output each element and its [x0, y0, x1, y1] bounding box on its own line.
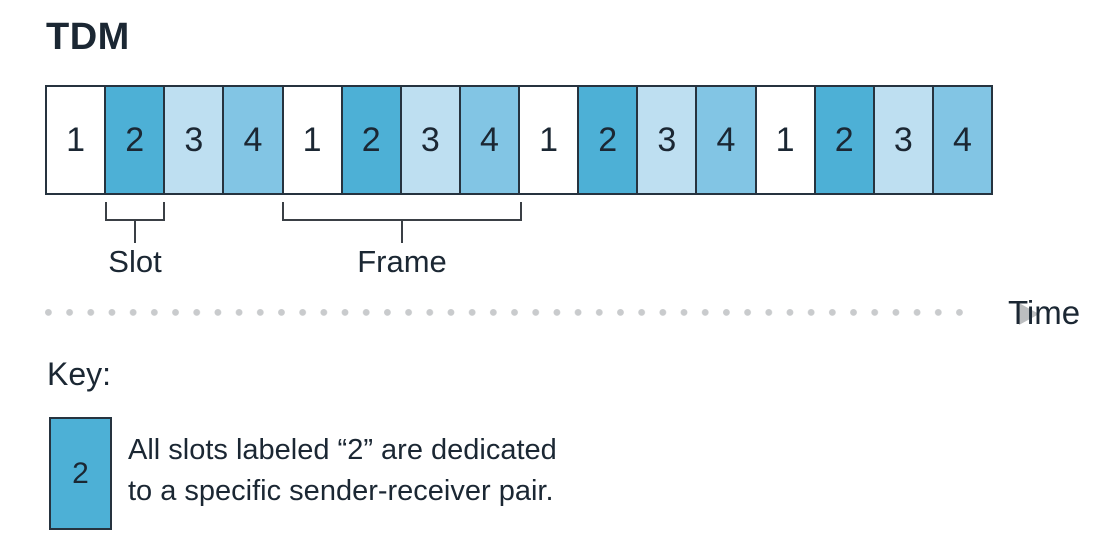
slot-block[interactable]: 3 — [872, 85, 934, 195]
slot-block-label: 4 — [716, 121, 736, 159]
slot-block[interactable]: 2 — [813, 85, 875, 195]
time-axis-dotted-line — [45, 309, 975, 317]
slot-block[interactable]: 1 — [754, 85, 816, 195]
slot-block-label: 4 — [952, 121, 972, 159]
slot-block[interactable]: 3 — [163, 85, 225, 195]
slot-block-label: 1 — [66, 121, 86, 159]
slot-block[interactable]: 3 — [399, 85, 461, 195]
time-axis-label: Time — [1008, 294, 1081, 331]
key-description-line-2: to a specific sender-receiver pair. — [128, 475, 554, 508]
slot-block[interactable]: 4 — [458, 85, 520, 195]
slot-block-label: 3 — [420, 121, 440, 159]
slot-block-label: 1 — [302, 121, 322, 159]
slot-block-label: 2 — [598, 121, 618, 159]
slot-block-label: 2 — [125, 121, 145, 159]
slot-block[interactable]: 1 — [281, 85, 343, 195]
slot-block[interactable]: 2 — [104, 85, 166, 195]
frame-bracket-tick — [401, 221, 403, 243]
key-color-swatch: 2 — [49, 417, 112, 530]
slot-block-label: 3 — [657, 121, 677, 159]
slot-block-label: 3 — [893, 121, 913, 159]
slot-block-label: 1 — [775, 121, 795, 159]
slot-bracket-label: Slot — [108, 244, 162, 279]
time-arrow-icon — [1019, 303, 1039, 325]
slot-bracket-tick — [134, 221, 136, 243]
frame-bracket — [282, 202, 522, 243]
slot-block[interactable]: 1 — [518, 85, 580, 195]
page-title: TDM — [46, 16, 130, 58]
slot-block-label: 4 — [243, 121, 263, 159]
frame-bracket-label: Frame — [357, 244, 447, 279]
slot-block-label: 4 — [479, 121, 499, 159]
slot-block[interactable]: 1 — [45, 85, 107, 195]
key-description-line-1: All slots labeled “2” are dedicated — [128, 434, 557, 466]
slot-block[interactable]: 3 — [636, 85, 698, 195]
key-title: Key: — [47, 356, 112, 392]
slot-block-label: 3 — [184, 121, 204, 159]
slot-block-label: 2 — [834, 121, 854, 159]
key-description: All slots labeled “2” are dedicated to a… — [128, 430, 748, 512]
slot-block-label: 1 — [539, 121, 559, 159]
key-swatch-label: 2 — [72, 456, 89, 490]
slot-block[interactable]: 4 — [222, 85, 284, 195]
slot-block[interactable]: 2 — [577, 85, 639, 195]
tdm-slot-strip: 1 2 3 4 1 2 3 4 1 2 3 4 1 2 3 4 — [45, 85, 993, 195]
slot-block-label: 2 — [361, 121, 381, 159]
slot-bracket — [105, 202, 165, 243]
time-axis — [45, 303, 1039, 325]
slot-block[interactable]: 4 — [695, 85, 757, 195]
slot-block[interactable]: 2 — [340, 85, 402, 195]
slot-block[interactable]: 4 — [931, 85, 993, 195]
